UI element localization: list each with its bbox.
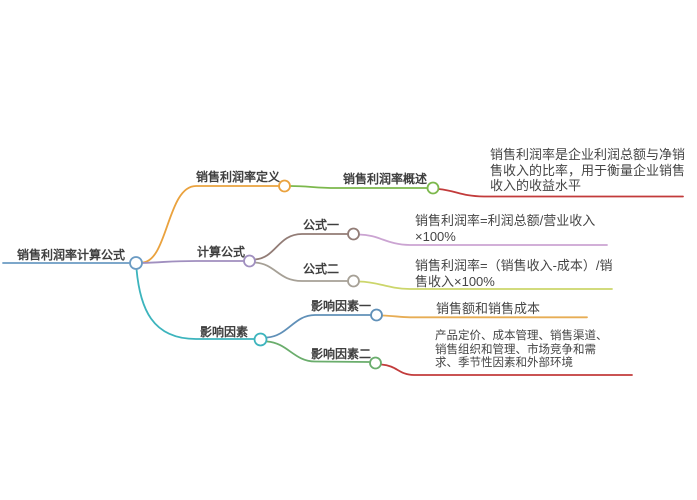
edge-root-to-definition (141, 185, 279, 264)
node-handle-formula2[interactable] (347, 274, 360, 288)
edge-factor2-to-leaf (380, 363, 633, 376)
leaf-text-formula1[interactable]: 销售利润率=利润总额/营业收入×100% (415, 213, 596, 244)
node-label-overview[interactable]: 销售利润率概述 (343, 172, 428, 186)
node-handle-factor1[interactable] (370, 308, 383, 322)
node-label-definition[interactable]: 销售利润率定义 (196, 170, 281, 184)
edge-root-to-factors (135, 268, 255, 340)
node-handle-root[interactable] (129, 256, 143, 270)
leaf-text-factor2[interactable]: 产品定价、成本管理、销售渠道、销售组织和管理、市场竞争和需求、季节性因素和外部环… (435, 330, 608, 369)
edge-definition-to-overview (289, 185, 428, 189)
node-label-factor2[interactable]: 影响因素二 (311, 347, 372, 361)
node-label-root[interactable]: 销售利润率计算公式 (17, 248, 126, 262)
edge-formula-to-formula2 (254, 261, 348, 282)
node-label-factor1[interactable]: 影响因素一 (311, 299, 372, 313)
node-handle-factors[interactable] (253, 332, 268, 347)
node-handle-formula[interactable] (243, 254, 256, 268)
edge-formula2-to-leaf (358, 280, 613, 290)
node-handle-formula1[interactable] (347, 227, 360, 241)
node-label-formula1[interactable]: 公式一 (303, 218, 340, 232)
node-label-factors[interactable]: 影响因素 (200, 325, 249, 339)
leaf-text-factor1[interactable]: 销售额和销售成本 (436, 301, 541, 316)
node-handle-definition[interactable] (278, 179, 291, 193)
leaf-text-overview-description[interactable]: 销售利润率是企业利润总额与净销售收入的比率，用于衡量企业销售收入的收益水平 (490, 147, 686, 193)
node-label-formula[interactable]: 计算公式 (197, 245, 246, 259)
edge-formula-to-formula1 (254, 233, 348, 261)
node-label-formula2[interactable]: 公式二 (303, 262, 340, 276)
edge-overview-to-leaf (437, 188, 684, 198)
edge-formula1-to-leaf (358, 233, 608, 246)
edge-factor1-to-leaf (381, 314, 588, 319)
node-handle-overview[interactable] (426, 181, 440, 195)
edge-factors-to-factor1 (266, 314, 371, 339)
edge-factors-to-factor2 (266, 340, 370, 363)
node-handle-factor2[interactable] (369, 356, 382, 370)
edge-root-to-formula (141, 260, 244, 264)
leaf-text-formula2[interactable]: 销售利润率=（销售收入-成本）/销售收入×100% (415, 258, 613, 289)
